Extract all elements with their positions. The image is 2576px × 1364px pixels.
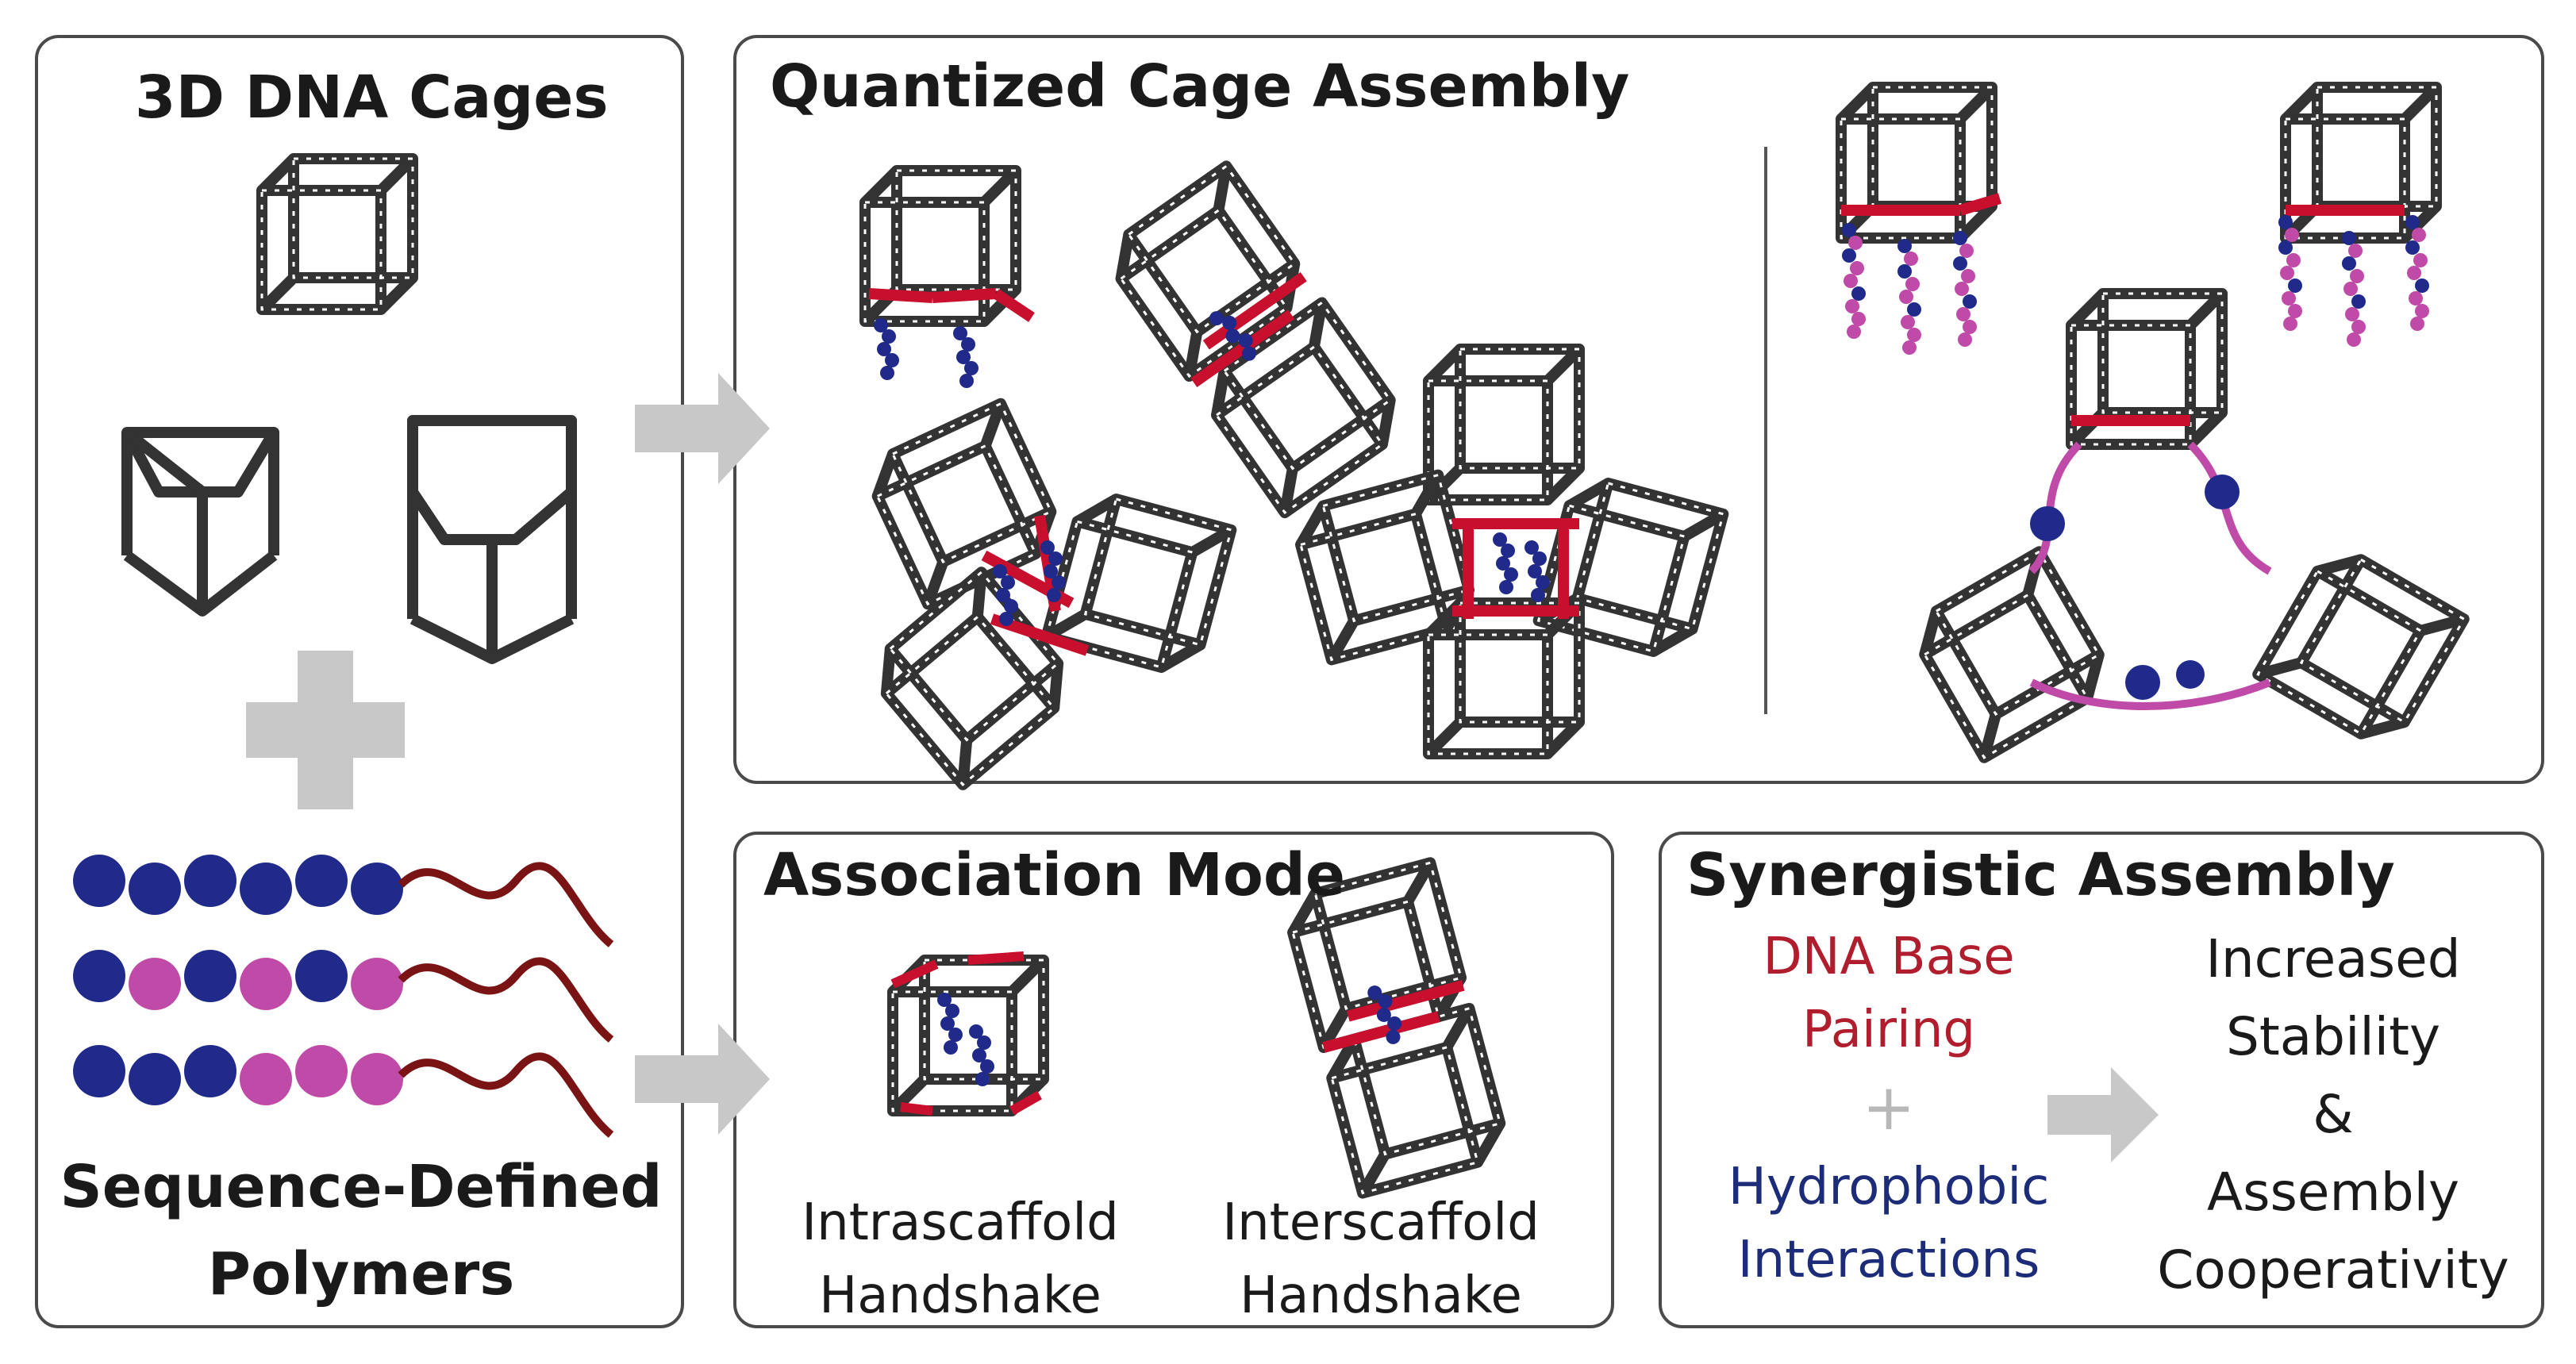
synergy-plus: + xyxy=(1862,1070,1916,1144)
interscaffold-label: Interscaffold Handshake xyxy=(1210,1186,1551,1332)
association-panel-title: Association Mode xyxy=(763,841,1346,909)
intrascaffold-label-line1: Intrascaffold xyxy=(802,1193,1119,1252)
polymer-blue-row xyxy=(73,855,614,947)
cube-with-polymers-right xyxy=(2278,87,2436,347)
hydrophobic-line2: Interactions xyxy=(1737,1231,2040,1289)
polymer-alternating-row xyxy=(73,950,614,1043)
tetramer-cluster xyxy=(1293,349,1724,754)
left-panel-title: 3D DNA Cages xyxy=(135,63,609,132)
intrascaffold-cage xyxy=(893,951,1044,1111)
hydrophobic-label: Hydrophobic Interactions xyxy=(1690,1151,2087,1297)
plus-icon xyxy=(246,651,405,809)
polymer-mediated-trimer xyxy=(1909,294,2464,758)
quantized-panel-title: Quantized Cage Assembly xyxy=(770,52,1630,121)
cube-with-polymers-left xyxy=(1841,87,2002,355)
interscaffold-cages xyxy=(1285,863,1509,1193)
intrascaffold-label-line2: Handshake xyxy=(819,1266,1102,1325)
prism-cage-icon xyxy=(121,427,279,617)
polymer-block-row xyxy=(73,1045,614,1138)
dna-base-pairing-line2: Pairing xyxy=(1802,1001,1975,1059)
synergy-result-label: Increased Stability & Assembly Cooperati… xyxy=(2143,920,2524,1309)
interscaffold-label-line2: Handshake xyxy=(1240,1266,1522,1325)
cube-cage-icon xyxy=(262,159,413,309)
interscaffold-label-line1: Interscaffold xyxy=(1222,1193,1540,1252)
arrow-to-quantized-icon xyxy=(635,373,770,484)
association-mode-panel xyxy=(733,832,1614,1328)
left-panel xyxy=(35,35,684,1328)
hexagonal-prism-cage-icon xyxy=(407,415,577,664)
polymer-label: Sequence-Defined Polymers xyxy=(48,1151,675,1311)
result-line4: Assembly xyxy=(2206,1162,2460,1223)
trimer-cluster xyxy=(864,404,1232,785)
dna-base-pairing-label: DNA Base Pairing xyxy=(1690,920,2087,1066)
result-line5: Cooperativity xyxy=(2157,1239,2509,1301)
result-line1: Increased xyxy=(2205,928,2461,989)
arrow-to-association-icon xyxy=(635,1024,770,1135)
result-line2: Stability xyxy=(2225,1006,2441,1067)
twin-cube-cluster xyxy=(1103,166,1409,513)
dimer-cluster xyxy=(865,171,1035,388)
arrow-synergy-icon xyxy=(2047,1067,2159,1162)
synergy-panel-title: Synergistic Assembly xyxy=(1686,841,2395,909)
quantized-cage-panel xyxy=(733,35,2544,784)
polymer-label-line2: Polymers xyxy=(207,1240,515,1308)
hydrophobic-line1: Hydrophobic xyxy=(1728,1158,2050,1216)
synergistic-assembly-panel xyxy=(1659,832,2544,1328)
intrascaffold-label: Intrascaffold Handshake xyxy=(794,1186,1127,1332)
result-line3: & xyxy=(2313,1084,2354,1145)
dna-base-pairing-line1: DNA Base xyxy=(1763,928,2015,986)
polymer-label-line1: Sequence-Defined xyxy=(60,1153,663,1221)
